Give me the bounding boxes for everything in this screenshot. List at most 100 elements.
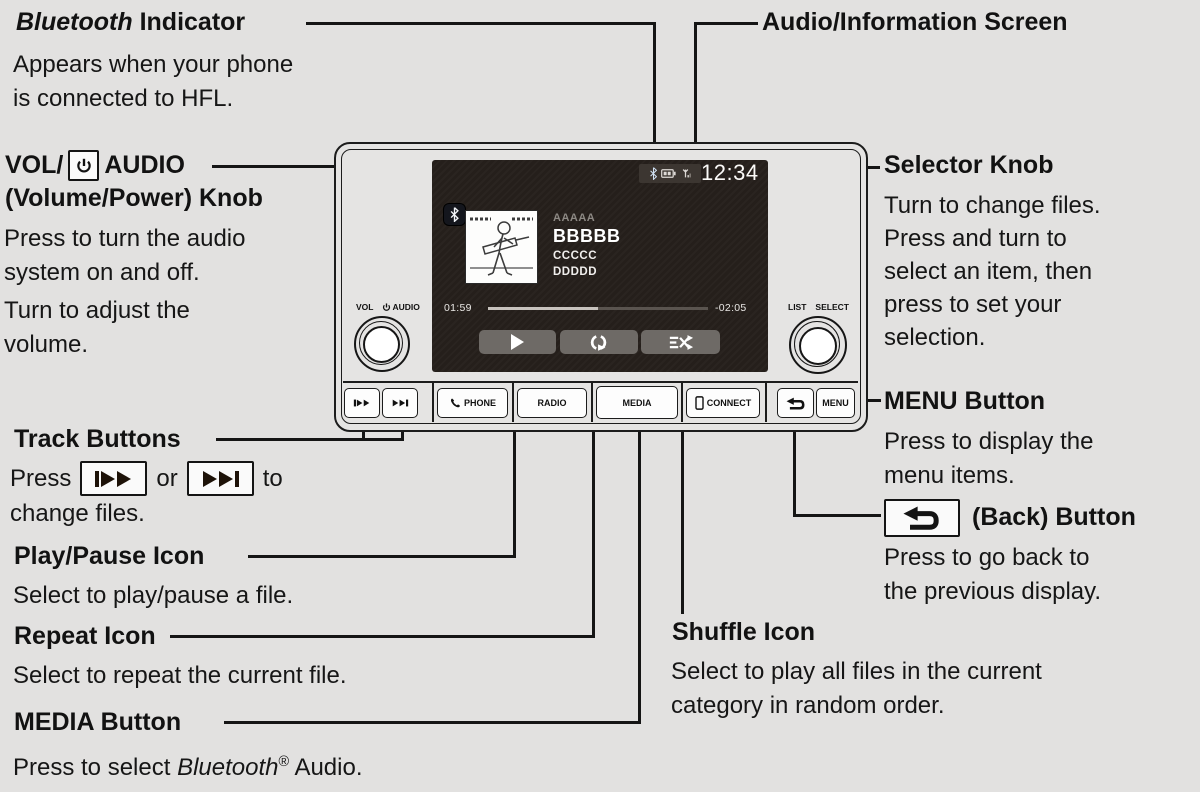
guitarist-drawing	[470, 217, 533, 276]
menu-button-body: Press to display the menu items.	[884, 428, 1094, 489]
back-button-body: Press to go back to the previous display…	[884, 544, 1102, 605]
status-icon-cluster	[639, 164, 701, 183]
progress-bar	[488, 307, 708, 310]
callout-line	[513, 361, 516, 558]
repeat-button	[560, 330, 638, 354]
selector-knob	[789, 316, 847, 374]
list-select-knob-label: LIST SELECT	[788, 302, 849, 312]
track-press-word: Press	[10, 464, 72, 492]
callout-line	[224, 721, 641, 724]
audio-information-screen: 12:34 AAAAA BBBBB CCCCC DDDDD	[432, 160, 768, 372]
phone-icon	[450, 398, 460, 408]
menu-button-title: MENU Button	[884, 387, 1046, 415]
song-album: CCCCC	[553, 250, 598, 262]
elapsed-time: 01:59	[444, 302, 472, 314]
shuffle-icon	[669, 334, 693, 350]
callout-line	[248, 555, 516, 558]
callout-line	[793, 423, 796, 517]
head-unit-inner-outline	[341, 149, 861, 424]
selector-knob-body: Turn to change files. Press and turn to …	[884, 192, 1101, 351]
repeat-icon-body: Select to repeat the current file.	[13, 662, 347, 689]
song-title: BBBBB	[553, 226, 621, 246]
vol-title-post: AUDIO	[104, 150, 185, 179]
bluetooth-badge-icon	[444, 204, 465, 225]
callout-line	[793, 514, 881, 517]
play-icon	[511, 334, 524, 350]
volume-knob-face	[363, 326, 400, 363]
phone-button-label: PHONE	[463, 398, 496, 408]
power-icon	[68, 150, 100, 181]
callout-line	[860, 399, 881, 402]
repeat-icon-title: Repeat Icon	[14, 622, 156, 650]
album-art	[465, 210, 538, 284]
song-info: DDDDD	[553, 266, 598, 278]
strip-section-divider	[591, 382, 593, 422]
track-buttons-body-line1: Press or to	[10, 461, 283, 496]
vol-audio-title: VOL/ AUDIO (Volume/Power) Knob	[5, 150, 263, 214]
callout-line	[306, 22, 656, 25]
vol-audio-body1: Press to turn the audio system on and of…	[4, 225, 246, 286]
track-to-word: to	[262, 464, 283, 492]
callout-line	[216, 438, 404, 441]
back-button-title: (Back) Button	[972, 503, 1136, 532]
connect-button: CONNECT	[686, 388, 760, 418]
callout-line	[212, 165, 426, 168]
shuffle-icon-body: Select to play all files in the current …	[671, 658, 1042, 719]
vol-audio-title-line1: VOL/ AUDIO	[5, 150, 263, 181]
bluetooth-word: Bluetooth	[16, 8, 133, 36]
play-pause-body: Select to play/pause a file.	[13, 582, 294, 609]
song-artist: AAAAA	[553, 212, 596, 224]
audio-screen-title: Audio/Information Screen	[762, 8, 1068, 36]
signal-strength-icon	[682, 169, 691, 178]
previous-track-button	[344, 388, 380, 418]
clock: 12:34	[701, 160, 759, 185]
remaining-time: -02:05	[715, 302, 747, 314]
connect-button-label: CONNECT	[706, 398, 752, 408]
back-icon	[884, 499, 960, 537]
callout-line	[653, 22, 656, 153]
callout-line	[592, 361, 595, 638]
next-track-icon	[186, 461, 254, 496]
selector-knob-title: Selector Knob	[884, 151, 1054, 179]
callout-line	[694, 22, 697, 153]
media-button-title: MEDIA Button	[14, 708, 182, 736]
play-pause-title: Play/Pause Icon	[14, 542, 205, 570]
play-pause-button	[479, 330, 556, 354]
vol-title-pre: VOL/	[5, 150, 64, 179]
previous-track-icon	[353, 399, 370, 407]
callout-line	[638, 423, 641, 724]
button-strip-divider	[343, 381, 858, 383]
callout-line	[681, 361, 684, 614]
previous-track-icon	[80, 461, 148, 496]
media-button-body: Press to select Bluetooth® Audio.	[13, 754, 363, 781]
callout-line	[362, 423, 365, 441]
repeat-icon	[590, 334, 607, 351]
radio-button-label: RADIO	[537, 398, 567, 408]
progress-bar-fill	[488, 307, 598, 310]
bluetooth-word: Bluetooth	[177, 754, 279, 781]
strip-section-divider	[512, 382, 514, 422]
track-buttons-body-line2: change files.	[10, 500, 145, 527]
selector-knob-face	[799, 327, 837, 365]
vol-audio-body2: Turn to adjust the volume.	[4, 297, 190, 358]
vol-audio-knob-label: VOL AUDIO	[356, 302, 420, 312]
media-button: MEDIA	[596, 386, 678, 419]
volume-knob	[354, 316, 410, 372]
smartphone-icon	[695, 396, 704, 410]
next-track-icon	[392, 399, 409, 407]
menu-button-label: MENU	[822, 398, 849, 408]
radio-button: RADIO	[517, 388, 587, 418]
volume-knob-ring	[359, 321, 403, 365]
callout-line	[170, 635, 595, 638]
back-button-callout: (Back) Button	[884, 499, 1136, 537]
callout-line	[401, 423, 404, 441]
bluetooth-indicator-body: Appears when your phone is connected to …	[13, 51, 294, 112]
back-button	[777, 388, 814, 418]
strip-section-divider	[432, 382, 434, 422]
power-icon	[383, 302, 391, 311]
back-icon	[786, 397, 805, 409]
phone-button: PHONE	[437, 388, 508, 418]
bluetooth-status-icon	[649, 167, 657, 180]
callout-line	[694, 22, 758, 25]
